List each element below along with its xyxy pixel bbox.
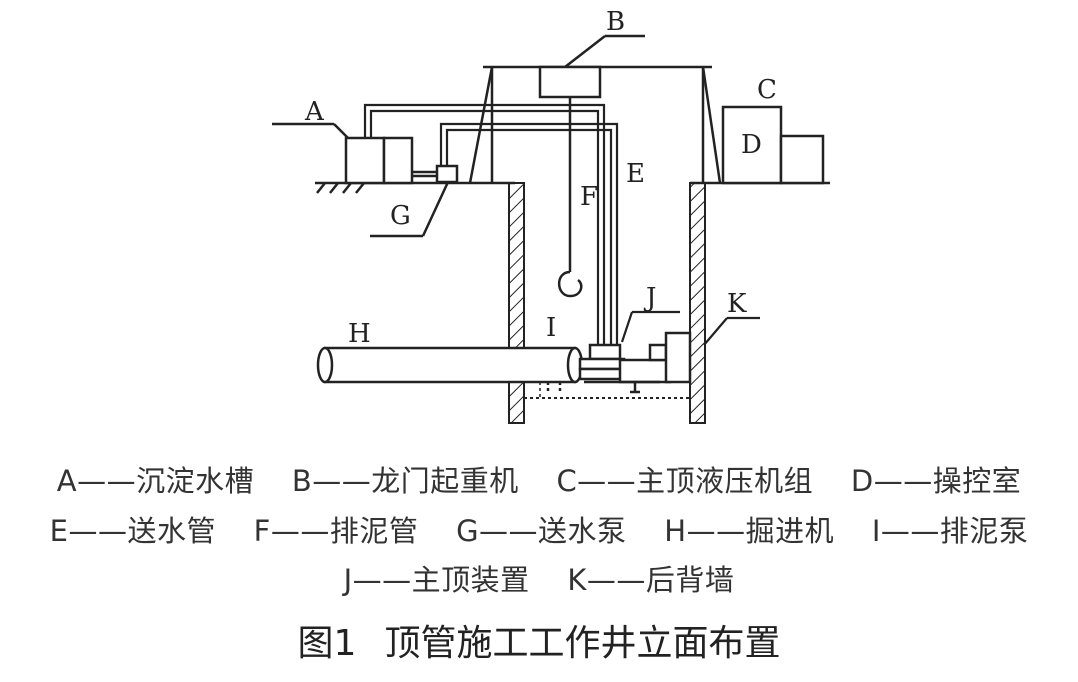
label-d: D [741, 130, 762, 160]
ground-left [315, 181, 515, 194]
label-g: G [390, 201, 411, 231]
figure-caption: 图1 顶管施工工作井立面布置 [0, 614, 1078, 666]
label-e: E [626, 159, 645, 189]
legend-item: A——沉淀水槽 [56, 464, 255, 498]
legend-item: D——操控室 [850, 464, 1022, 498]
label-k: K [727, 289, 747, 319]
label-b: B [606, 7, 625, 37]
figure-number: 图1 [297, 623, 357, 664]
label-j: J [643, 283, 656, 313]
label-i: I [546, 313, 556, 343]
gantry-crane [468, 34, 722, 298]
pipes [363, 103, 619, 345]
legend-item: J——主顶装置 [343, 563, 530, 597]
label-h: H [348, 319, 371, 349]
legend-item: H——掘进机 [664, 514, 835, 548]
shaft-elevation-diagram: A B C D E F G H I J K [272, 7, 830, 424]
legend-row-2: E——送水管 F——排泥管 G——送水泵 H——掘进机 I——排泥泵 [0, 508, 1078, 550]
main-jacking-device [578, 331, 692, 394]
shaft-left-wall [508, 182, 525, 424]
label-c: C [757, 75, 777, 105]
legend-item: B——龙门起重机 [291, 464, 519, 498]
tunnel-pipe [316, 346, 584, 392]
shaft-right-wall [689, 182, 706, 424]
legend-item: K——后背墙 [567, 563, 735, 597]
j-k-leaders [620, 310, 760, 346]
legend-item: I——排泥泵 [871, 514, 1029, 548]
legend-row-1: A——沉淀水槽 B——龙门起重机 C——主顶液压机组 D——操控室 [0, 458, 1078, 500]
legend-item: G——送水泵 [456, 514, 627, 548]
legend-item: F——排泥管 [253, 514, 419, 548]
label-a: A [304, 97, 325, 127]
legend-item: E——送水管 [49, 514, 216, 548]
control-room [721, 105, 825, 185]
legend-row-3: J——主顶装置 K——后背墙 [0, 557, 1078, 599]
label-f: F [580, 182, 598, 212]
sedimentation-tank [272, 122, 414, 185]
figure-title: 顶管施工工作井立面布置 [384, 623, 781, 664]
legend-item: C——主顶液压机组 [556, 464, 814, 498]
